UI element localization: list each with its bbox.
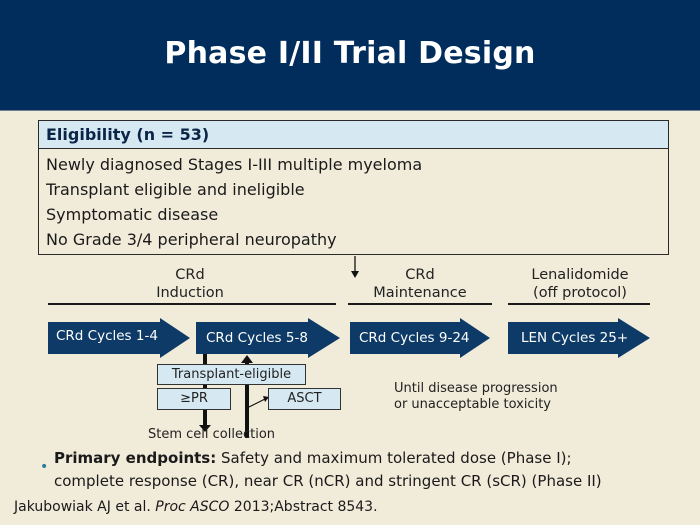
page-title: Phase I/II Trial Design: [164, 36, 536, 71]
pr-box: ≥PR: [157, 388, 231, 410]
citation-journal: Proc ASCO: [155, 499, 230, 515]
lenalidomide-divider: [508, 303, 650, 305]
citation-details: 2013;Abstract 8543.: [229, 499, 378, 515]
phase-induction: CRd Induction: [110, 266, 270, 302]
phase-label-line: Lenalidomide: [531, 267, 629, 283]
asct-connector: [248, 398, 266, 408]
phase-label-line: Induction: [156, 285, 224, 301]
eligibility-heading: Eligibility (n = 53): [39, 121, 668, 149]
asct-box: ASCT: [268, 388, 341, 410]
arrow-label-cycles-9-24: CRd Cycles 9-24: [359, 330, 470, 346]
arrow-shape-1: [48, 318, 190, 358]
stem-cell-collection-label: Stem cell collection: [148, 427, 276, 442]
endpoints-label: Primary endpoints:: [54, 449, 217, 467]
arrow-label-len-cycles: LEN Cycles 25+: [521, 330, 629, 346]
arrow-label-cycles-1-4: CRd Cycles 1-4: [56, 328, 158, 344]
asct-return-arrow-head: [241, 355, 253, 363]
phase-label-line: Maintenance: [373, 285, 467, 301]
phase-label-line: CRd: [175, 267, 205, 283]
arrow-shape-4: [508, 318, 650, 358]
title-bar: Phase I/II Trial Design: [0, 0, 700, 111]
asct-connector-head: [263, 396, 269, 402]
duration-note-line: or unacceptable toxicity: [394, 397, 551, 412]
stem-cell-arrow-head: [199, 425, 211, 432]
eligibility-item: Symptomatic disease: [46, 205, 219, 224]
transplant-eligible-box: Transplant-eligible: [157, 364, 306, 385]
arrow-label-cycles-5-8: CRd Cycles 5-8: [206, 330, 308, 346]
endpoints-line-2: complete response (CR), near CR (nCR) an…: [54, 472, 602, 490]
eligibility-item: No Grade 3/4 peripheral neuropathy: [46, 230, 337, 249]
eligibility-item: Newly diagnosed Stages I-III multiple my…: [46, 155, 423, 174]
arrow-shape-3: [350, 318, 490, 358]
endpoints-line-1: Primary endpoints: Safety and maximum to…: [54, 449, 572, 467]
citation: Jakubowiak AJ et al. Proc ASCO 2013;Abst…: [14, 499, 378, 515]
phase-maintenance: CRd Maintenance: [340, 266, 500, 302]
enrollment-arrow-head: [351, 271, 359, 278]
phase-label-line: (off protocol): [533, 285, 627, 301]
maintenance-divider: [348, 303, 492, 305]
eligibility-box: Eligibility (n = 53) Newly diagnosed Sta…: [38, 120, 669, 255]
citation-authors: Jakubowiak AJ et al.: [14, 499, 156, 515]
asct-return-line: [245, 362, 249, 438]
arrow-shape-2: [196, 318, 340, 358]
duration-note: Until disease progression or unacceptabl…: [394, 381, 558, 413]
phase-label-line: CRd: [405, 267, 435, 283]
duration-note-line: Until disease progression: [394, 381, 558, 396]
phase-lenalidomide: Lenalidomide (off protocol): [500, 266, 660, 302]
bullet-icon: •: [40, 459, 49, 475]
eligibility-item: Transplant eligible and ineligible: [46, 180, 305, 199]
endpoints-text: Safety and maximum tolerated dose (Phase…: [216, 449, 572, 467]
induction-divider: [48, 303, 336, 305]
